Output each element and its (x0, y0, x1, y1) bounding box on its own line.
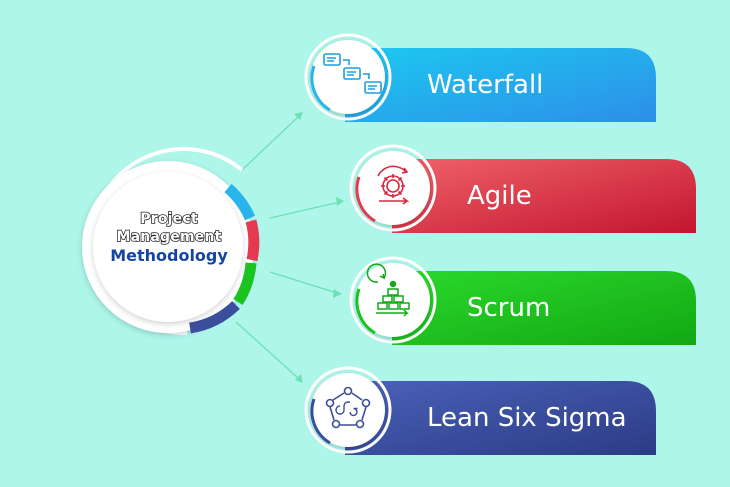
icon-ring-lean-six-sigma (304, 366, 392, 454)
method-label-waterfall: Waterfall (427, 70, 544, 100)
icon-accent-scrum (355, 288, 376, 335)
connector-lean-six-sigma (235, 321, 299, 379)
arrowhead-waterfall (294, 112, 303, 120)
hub-inner-disc (93, 172, 243, 322)
scrum-sprint-icon (366, 263, 410, 317)
icon-ring-agile (349, 144, 437, 232)
method-card-lean-six-sigma (304, 366, 656, 455)
six-sigma-cycle-icon (325, 386, 371, 429)
icon-accent-waterfall (310, 65, 331, 112)
connector-scrum (269, 271, 338, 294)
card-bar-scrum (392, 271, 696, 345)
hub-segment-green (233, 262, 257, 305)
card-bar-waterfall (345, 48, 656, 122)
connector-waterfall (241, 116, 299, 171)
icon-accent-lean-six-sigma (310, 398, 331, 445)
hub-title-line-1: Project (139, 211, 198, 227)
method-card-scrum (349, 256, 696, 345)
hub-circle (82, 147, 260, 336)
arrowhead-agile (336, 197, 344, 206)
card-bar-lean-six-sigma (345, 381, 656, 455)
method-label-lean-six-sigma: Lean Six Sigma (427, 403, 627, 433)
agile-gear-cycle-icon (377, 165, 410, 205)
method-label-scrum: Scrum (467, 293, 551, 323)
arrowhead-scrum (333, 289, 342, 298)
icon-ring-scrum (349, 256, 437, 344)
icon-disc-agile (356, 151, 430, 225)
connector-lines (235, 116, 341, 379)
method-label-agile: Agile (467, 181, 532, 211)
method-card-agile (349, 144, 696, 233)
hub-segment-red (245, 219, 260, 262)
hub-segment-navy (188, 300, 240, 334)
hub-label: Project Management Methodology (95, 211, 243, 265)
connector-agile (269, 201, 341, 219)
icon-disc-lean-six-sigma (311, 373, 385, 447)
hub-segment-blue (224, 183, 256, 221)
hub-title-line-2: Management (116, 229, 222, 245)
card-bar-agile (392, 159, 696, 233)
arrowhead-lean-six-sigma (295, 374, 303, 383)
icon-accent-agile (355, 176, 376, 223)
icon-ring-waterfall (304, 33, 392, 121)
connector-arrowheads (294, 112, 344, 383)
waterfall-flow-icon (323, 53, 382, 94)
hub-title-line-3: Methodology (110, 246, 228, 265)
method-card-waterfall (304, 33, 656, 122)
